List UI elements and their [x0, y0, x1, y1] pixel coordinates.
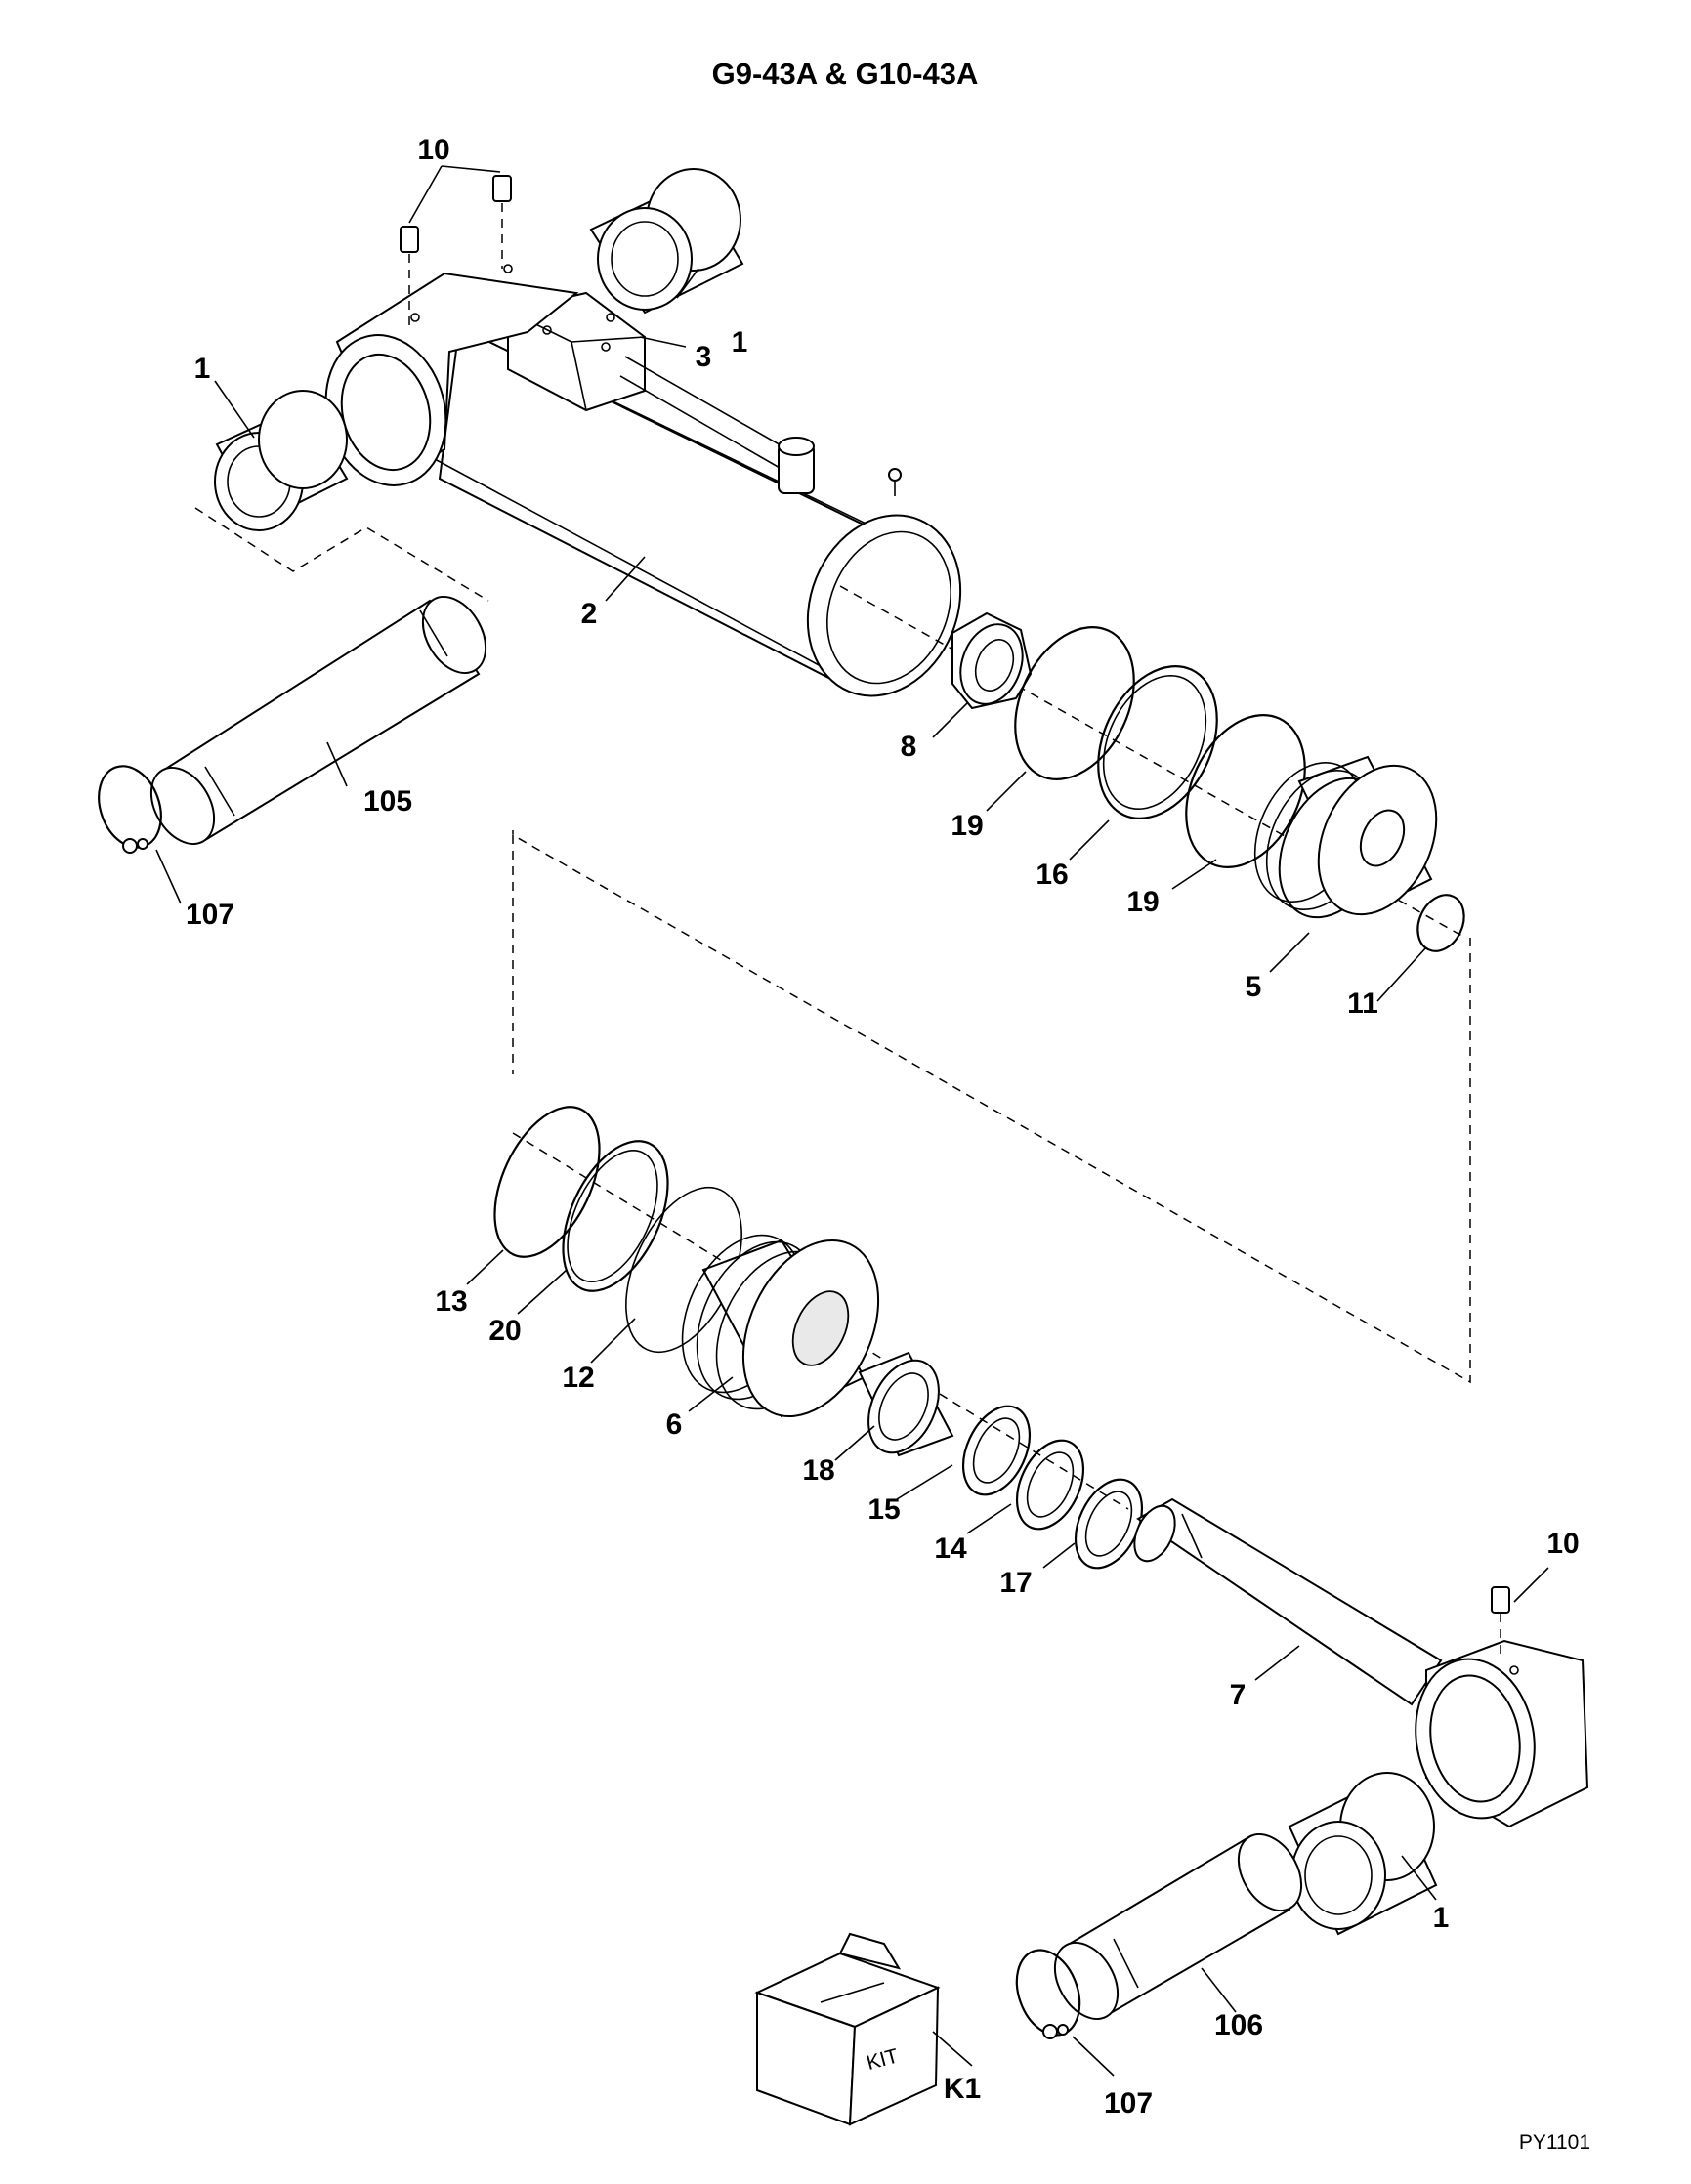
callout-11: 11 — [1347, 987, 1378, 1020]
callout-106: 106 — [1214, 2009, 1263, 2041]
callout-20: 20 — [488, 1315, 521, 1347]
gland-5 — [1253, 755, 1438, 919]
callout-1-left: 1 — [194, 353, 211, 385]
seal-13 — [493, 1106, 601, 1258]
wear-ring-20-inner — [567, 1149, 658, 1283]
rod-eye — [1415, 1639, 1589, 1828]
callout-1-top-right: 1 — [732, 326, 748, 358]
rod-seal-15-inner — [972, 1417, 1021, 1484]
o-ring-19-first — [1014, 626, 1135, 780]
piston-6 — [681, 1234, 880, 1418]
diagram-title: G9-43A & G10-43A — [712, 57, 979, 91]
nut-8 — [951, 611, 1033, 710]
grease-fitting-pair — [400, 165, 512, 327]
bushing-lower — [1288, 1772, 1438, 1936]
wiper-14 — [1015, 1439, 1085, 1531]
o-ring-11 — [1416, 894, 1465, 952]
callout-19-second: 19 — [1126, 886, 1159, 918]
callout-107-upper: 107 — [186, 899, 234, 931]
callout-18: 18 — [802, 1454, 834, 1487]
callout-5: 5 — [1246, 971, 1262, 1003]
callout-3: 3 — [696, 341, 712, 373]
callout-7: 7 — [1230, 1679, 1247, 1711]
callout-15: 15 — [867, 1493, 900, 1526]
rod-seal-15 — [961, 1405, 1032, 1496]
callout-10-top: 10 — [417, 134, 449, 166]
o-ring-19-second — [1185, 714, 1306, 868]
callout-K1: K1 — [944, 2073, 981, 2105]
pin-106 — [1053, 1833, 1303, 2020]
callout-6: 6 — [666, 1408, 683, 1441]
callout-10-lower: 10 — [1546, 1528, 1579, 1560]
callout-2: 2 — [581, 598, 598, 630]
callout-19-first: 19 — [951, 810, 983, 842]
callout-107-lower: 107 — [1104, 2087, 1153, 2120]
callout-labels: 10 1 3 1 2 105 107 8 19 16 19 5 11 13 20… — [186, 134, 1580, 2120]
callout-12: 12 — [562, 1362, 594, 1394]
kit-box: KIT — [754, 1932, 941, 2126]
cylinder-barrel-assembly — [324, 264, 962, 697]
grease-fitting-lower — [1491, 1567, 1549, 1660]
pin-105 — [149, 596, 487, 845]
callout-8: 8 — [901, 731, 917, 763]
bushing-18 — [858, 1351, 954, 1457]
bushing-right-top — [589, 168, 744, 315]
backup-ring-16 — [1097, 665, 1218, 819]
backup-ring-16-inner — [1102, 674, 1207, 811]
callout-105: 105 — [363, 785, 412, 818]
wear-ring-20 — [562, 1140, 669, 1292]
leader-lines — [155, 268, 1437, 2077]
callout-13: 13 — [435, 1285, 467, 1318]
callout-1-lower: 1 — [1433, 1902, 1450, 1934]
callout-16: 16 — [1036, 859, 1068, 891]
wiper-14-inner — [1026, 1451, 1075, 1518]
bushing-left — [214, 390, 349, 531]
snap-ring-107-lower — [1015, 1949, 1081, 2039]
callout-17: 17 — [999, 1567, 1032, 1599]
drawing-code: PY1101 — [1519, 2131, 1590, 2154]
callout-14: 14 — [934, 1533, 967, 1565]
seal-17-inner — [1084, 1491, 1133, 1557]
snap-ring-107-upper — [98, 765, 162, 854]
rod-7 — [1133, 1497, 1443, 1706]
